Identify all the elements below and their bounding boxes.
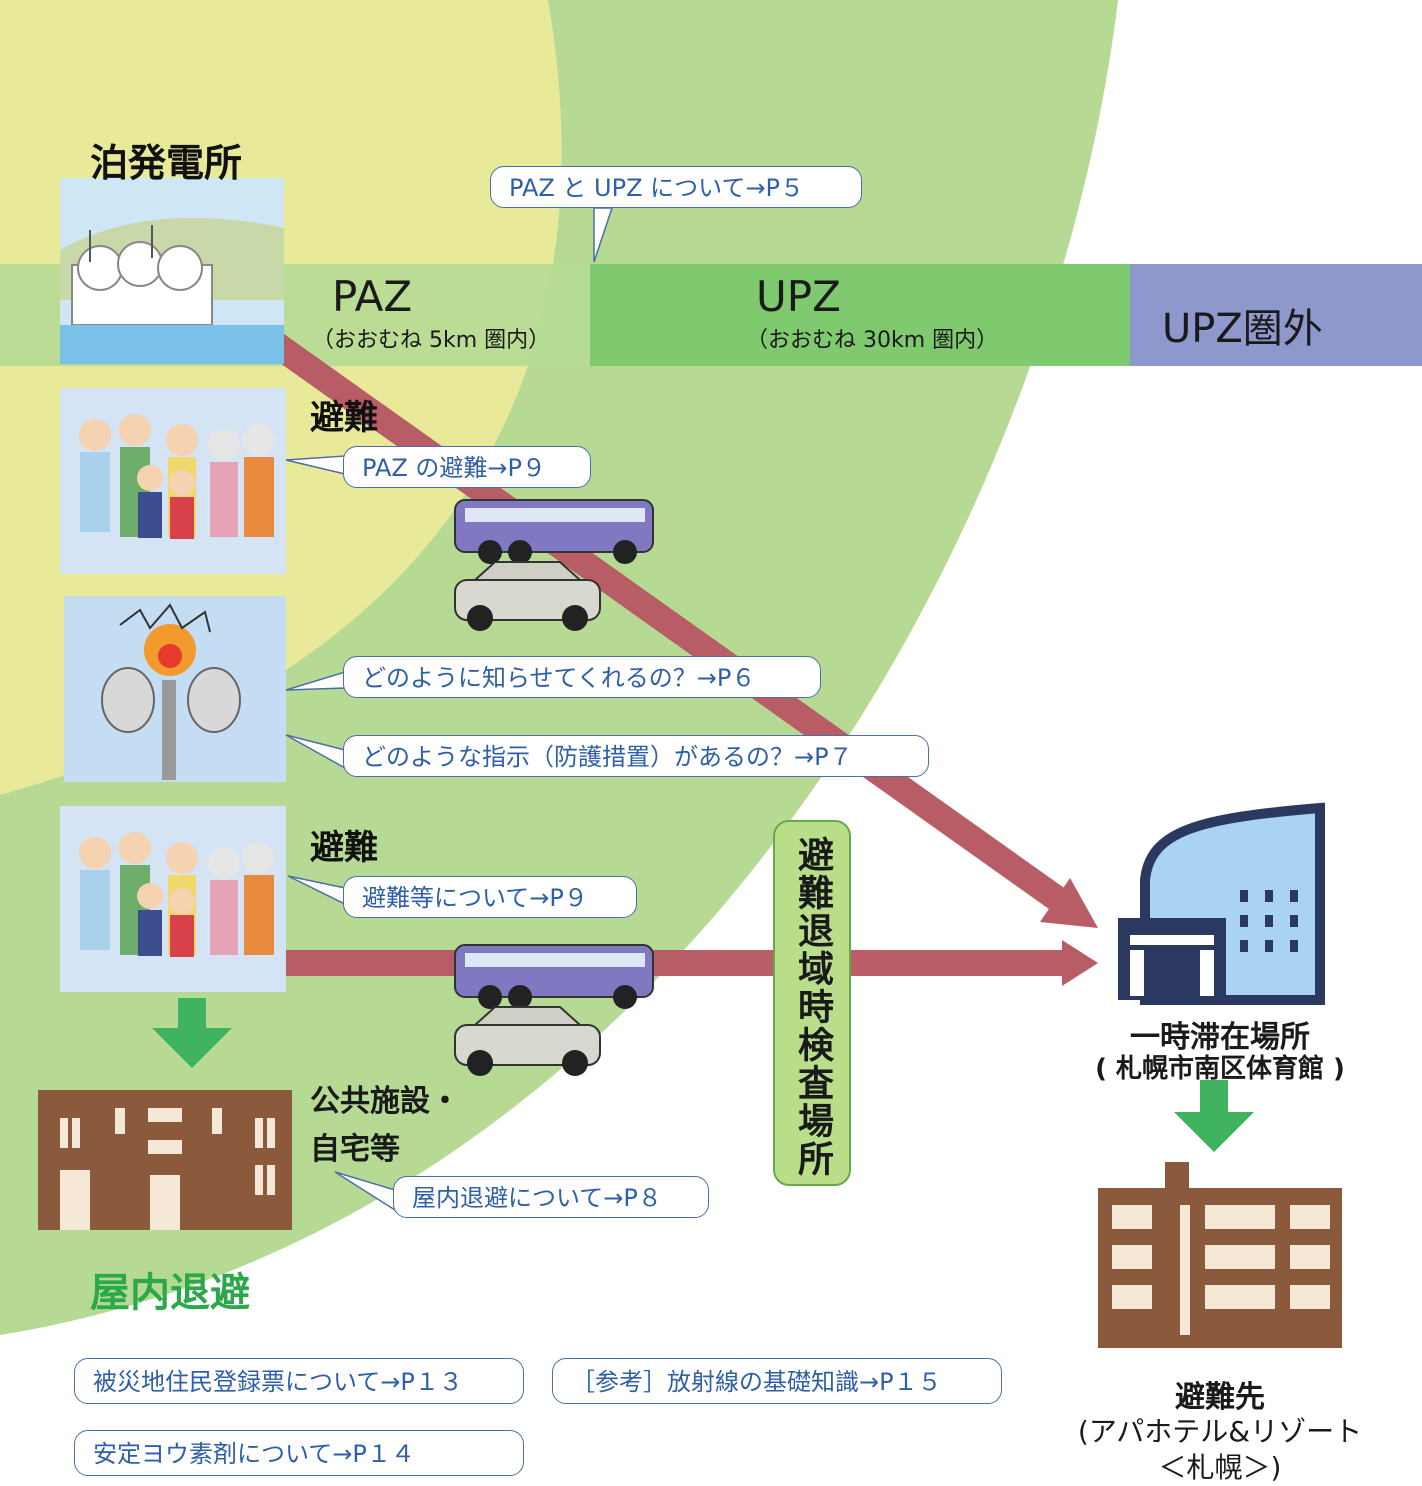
evacuation-label-upz: 避難 <box>310 828 378 868</box>
family-illustration-upper <box>60 388 286 574</box>
destination-label: 避難先 <box>1175 1380 1265 1415</box>
inspection-site-box: 避難退域時検査場所 <box>773 820 851 1186</box>
callout-paz-evacuation[interactable]: PAZ の避難→P９ <box>343 446 591 488</box>
power-plant-illustration <box>60 178 284 364</box>
band-outside <box>1130 264 1422 366</box>
callout-notification[interactable]: どのように知らせてくれるの？→P６ <box>343 656 821 698</box>
callout-evacuation-etc[interactable]: 避難等について→P９ <box>343 876 637 918</box>
down-arrow-icon-left <box>152 998 232 1068</box>
indoor-shelter-label: 屋内退避 <box>90 1270 250 1316</box>
upz-label: UPZ <box>756 272 841 321</box>
outside-upz-label: UPZ圏外 <box>1162 306 1323 352</box>
route-horizontal-arrowhead <box>1062 940 1098 986</box>
page-title: 泊発電所 <box>90 141 243 185</box>
public-facility-label-1: 公共施設・ <box>310 1084 460 1119</box>
gymnasium-icon <box>1118 802 1325 1005</box>
inspection-site-label: 避難退域時検査場所 <box>792 836 833 1178</box>
destination-sublabel-1: (アパホテル&リゾート <box>1077 1415 1363 1448</box>
paz-sublabel: （おおむね 5km 圏内） <box>312 328 551 353</box>
siren-illustration <box>64 596 286 782</box>
family-illustration-lower <box>60 806 286 992</box>
callout-instructions[interactable]: どのような指示（防護措置）があるの？→P７ <box>343 735 929 777</box>
temporary-stay-sublabel: ( 札幌市南区体育館 ) <box>1095 1054 1345 1084</box>
hotel-icon <box>1098 1162 1342 1348</box>
down-arrow-icon-right <box>1174 1080 1254 1152</box>
route-diagonal <box>262 329 1078 919</box>
band-upz <box>590 264 1130 366</box>
temporary-stay-label: 一時滞在場所 <box>1130 1020 1310 1055</box>
link-iodine[interactable]: 安定ヨウ素剤について→P１４ <box>74 1430 524 1476</box>
bus-icon-lower <box>454 944 654 1009</box>
car-icon-lower <box>454 1006 601 1076</box>
public-facility-label-2: 自宅等 <box>310 1132 400 1167</box>
upz-sublabel: （おおむね 30km 圏内） <box>746 328 999 353</box>
route-horizontal <box>285 950 1075 976</box>
link-radiation[interactable]: ［参考］放射線の基礎知識→P１５ <box>552 1358 1002 1404</box>
callout-paz-upz[interactable]: PAZ と UPZ について→P５ <box>490 166 862 208</box>
car-icon-upper <box>454 561 601 631</box>
indoor-building-icon <box>38 1090 292 1230</box>
link-registration[interactable]: 被災地住民登録票について→P１３ <box>74 1358 524 1404</box>
route-diagonal-arrowhead <box>1040 878 1098 928</box>
callout-tail <box>593 207 614 263</box>
destination-sublabel-2: ＜札幌＞) <box>1158 1451 1282 1484</box>
paz-label: PAZ <box>332 272 413 321</box>
evacuation-label-paz: 避難 <box>310 398 378 438</box>
bus-icon-upper <box>454 499 654 564</box>
callout-indoor-shelter[interactable]: 屋内退避について→P８ <box>393 1176 709 1218</box>
